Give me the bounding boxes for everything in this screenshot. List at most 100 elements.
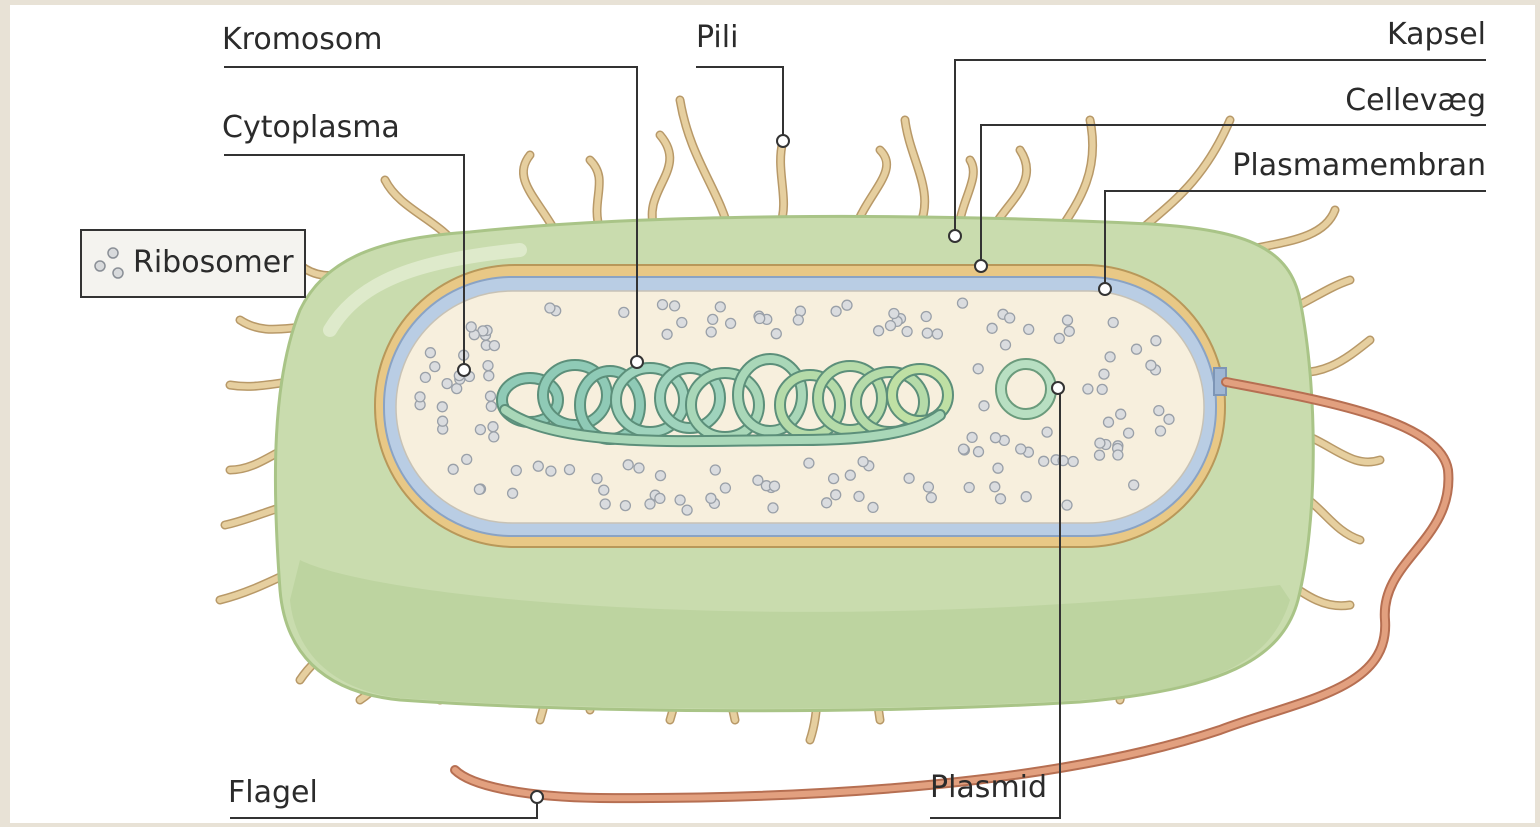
ribosome [546, 466, 556, 476]
ribosome [889, 309, 899, 319]
ribosome [706, 493, 716, 503]
ribosome [886, 321, 896, 331]
ribosome [474, 484, 484, 494]
ribosome [1064, 326, 1074, 336]
ribosome [845, 470, 855, 480]
ribosome [1105, 352, 1115, 362]
ribosome [804, 458, 814, 468]
ribosome [1054, 333, 1064, 343]
ribosome [1083, 384, 1093, 394]
ribosome [921, 312, 931, 322]
ribosome [1001, 340, 1011, 350]
ribosome [868, 502, 878, 512]
ribosome [592, 474, 602, 484]
dot-kromosom [631, 356, 643, 368]
ribosome [904, 473, 914, 483]
ribosome [682, 505, 692, 515]
ribosome [1097, 384, 1107, 394]
ribosomer-legend: Ribosomer [81, 230, 305, 297]
ribosome [964, 483, 974, 493]
ribosome [437, 402, 447, 412]
ribosome [1005, 313, 1015, 323]
ribosome [662, 329, 672, 339]
ribosome [831, 490, 841, 500]
ribosome [831, 306, 841, 316]
ribosome [508, 488, 518, 498]
ribosome [675, 495, 685, 505]
ribosome [793, 315, 803, 325]
ribosome [545, 303, 555, 313]
ribosome [484, 371, 494, 381]
dot-kapsel [949, 230, 961, 242]
ribosome [996, 494, 1006, 504]
ribosome [1104, 417, 1114, 427]
ribosome-legend-icon [108, 248, 118, 258]
ribosome [483, 361, 493, 371]
ribosome [486, 401, 496, 411]
ribosome [1108, 318, 1118, 328]
ribosome [710, 465, 720, 475]
label-kromosom: Kromosom [222, 22, 383, 57]
ribosome [1039, 456, 1049, 466]
dot-plasmid [1052, 382, 1064, 394]
ribosome [1095, 450, 1105, 460]
ribosome [973, 364, 983, 374]
ribosome [442, 379, 452, 389]
ribosome [645, 499, 655, 509]
ribosome [670, 301, 680, 311]
ribosome [726, 318, 736, 328]
label-cellevaeg: Cellevæg [1345, 83, 1486, 118]
ribosome [533, 461, 543, 471]
ribosome [1124, 428, 1134, 438]
ribosome [1021, 492, 1031, 502]
ribosome [1042, 427, 1052, 437]
ribosome [420, 372, 430, 382]
ribosome [1099, 369, 1109, 379]
ribosome [755, 314, 765, 324]
ribosome [415, 392, 425, 402]
ribosome [655, 493, 665, 503]
ribosome [959, 444, 969, 454]
ribosome [768, 503, 778, 513]
ribosome [1164, 414, 1174, 424]
ribosome [489, 341, 499, 351]
ribosome [511, 466, 521, 476]
ribosome [1113, 450, 1123, 460]
ribosome [462, 454, 472, 464]
ribosome [967, 432, 977, 442]
label-plasmamembran: Plasmamembran [1232, 148, 1486, 183]
pilus [780, 141, 784, 225]
dot-pili [777, 135, 789, 147]
ribosome [829, 474, 839, 484]
label-kapsel: Kapsel [1387, 17, 1486, 52]
ribosome [656, 471, 666, 481]
ribosome [987, 323, 997, 333]
label-plasmid: Plasmid [930, 770, 1047, 805]
label-ribosomer: Ribosomer [133, 245, 294, 280]
ribosome [620, 501, 630, 511]
ribosome [990, 482, 1000, 492]
ribosome [452, 384, 462, 394]
ribosome [619, 307, 629, 317]
ribosome [991, 433, 1001, 443]
ribosome [715, 302, 725, 312]
ribosome [1068, 457, 1078, 467]
ribosome [1116, 409, 1126, 419]
ribosome [623, 460, 633, 470]
ribosome [448, 464, 458, 474]
ribosome [979, 401, 989, 411]
ribosome-legend-icon [113, 268, 123, 278]
ribosome [720, 483, 730, 493]
dot-plasmamembran [1099, 283, 1111, 295]
ribosome [822, 498, 832, 508]
ribosome [1132, 344, 1142, 354]
ribosome [600, 499, 610, 509]
ribosome [1063, 315, 1073, 325]
ribosome [1016, 444, 1026, 454]
label-pili: Pili [696, 20, 738, 55]
ribosome [565, 465, 575, 475]
ribosome [708, 314, 718, 324]
dot-cellevaeg [975, 260, 987, 272]
ribosome [926, 493, 936, 503]
